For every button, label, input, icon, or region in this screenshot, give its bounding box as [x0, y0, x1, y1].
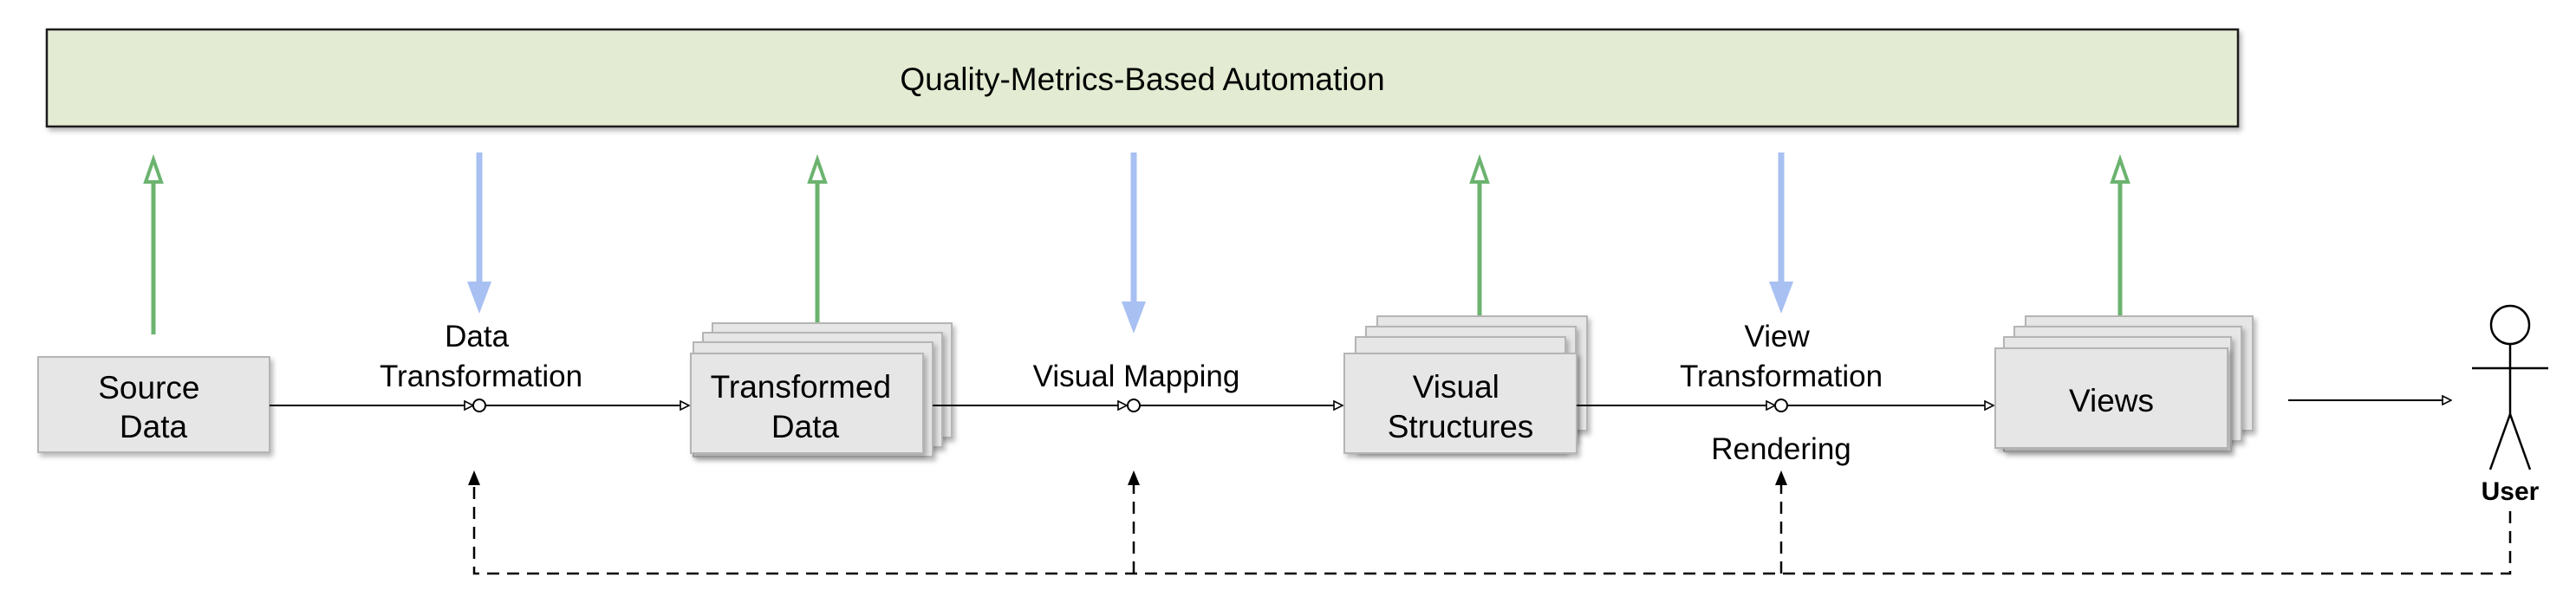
source-data-label: Source Data	[98, 370, 209, 444]
visual-structures-stack: Visual Structures	[1343, 315, 1588, 454]
pipeline-flow	[270, 400, 2451, 405]
user-actor	[2472, 304, 2548, 470]
user-label: User	[2482, 477, 2540, 506]
view-transformation-node	[1774, 399, 1788, 412]
visual-structures-label: Visual Structures	[1388, 369, 1534, 444]
view-transformation-down-arrow	[1769, 152, 1793, 314]
automation-control-arrows	[467, 152, 1793, 334]
source-data-box: Source Data	[37, 356, 270, 453]
views-up-arrow	[2110, 153, 2130, 325]
source-data-up-arrow	[143, 153, 164, 334]
rendering-label: Rendering	[1711, 432, 1851, 466]
transformation-nodes	[472, 399, 1788, 412]
transformed-data-stack: Transformed Data	[690, 322, 953, 457]
user-interaction-arrowheads	[468, 470, 1787, 485]
views-label: Views	[2069, 383, 2154, 418]
views-stack: Views	[1994, 315, 2254, 452]
user-head-icon	[2489, 304, 2531, 346]
quality-metrics-banner: Quality-Metrics-Based Automation	[45, 28, 2240, 128]
user-interaction-lines	[472, 485, 2512, 575]
data-transformation-node	[472, 399, 486, 412]
metric-feedback-arrows	[143, 153, 2130, 334]
view-transformation-label: View Transformation	[1680, 320, 1883, 393]
banner-label: Quality-Metrics-Based Automation	[900, 62, 1384, 97]
visual-structures-up-arrow	[1469, 153, 1490, 325]
transformed-data-up-arrow	[807, 153, 828, 325]
transformed-data-label: Transformed Data	[711, 369, 901, 444]
data-transformation-label: Data Transformation	[380, 320, 582, 393]
visual-mapping-down-arrow	[1122, 152, 1146, 334]
visual-mapping-node	[1127, 399, 1141, 412]
data-transformation-down-arrow	[467, 152, 491, 314]
visual-mapping-label: Visual Mapping	[1033, 360, 1240, 393]
